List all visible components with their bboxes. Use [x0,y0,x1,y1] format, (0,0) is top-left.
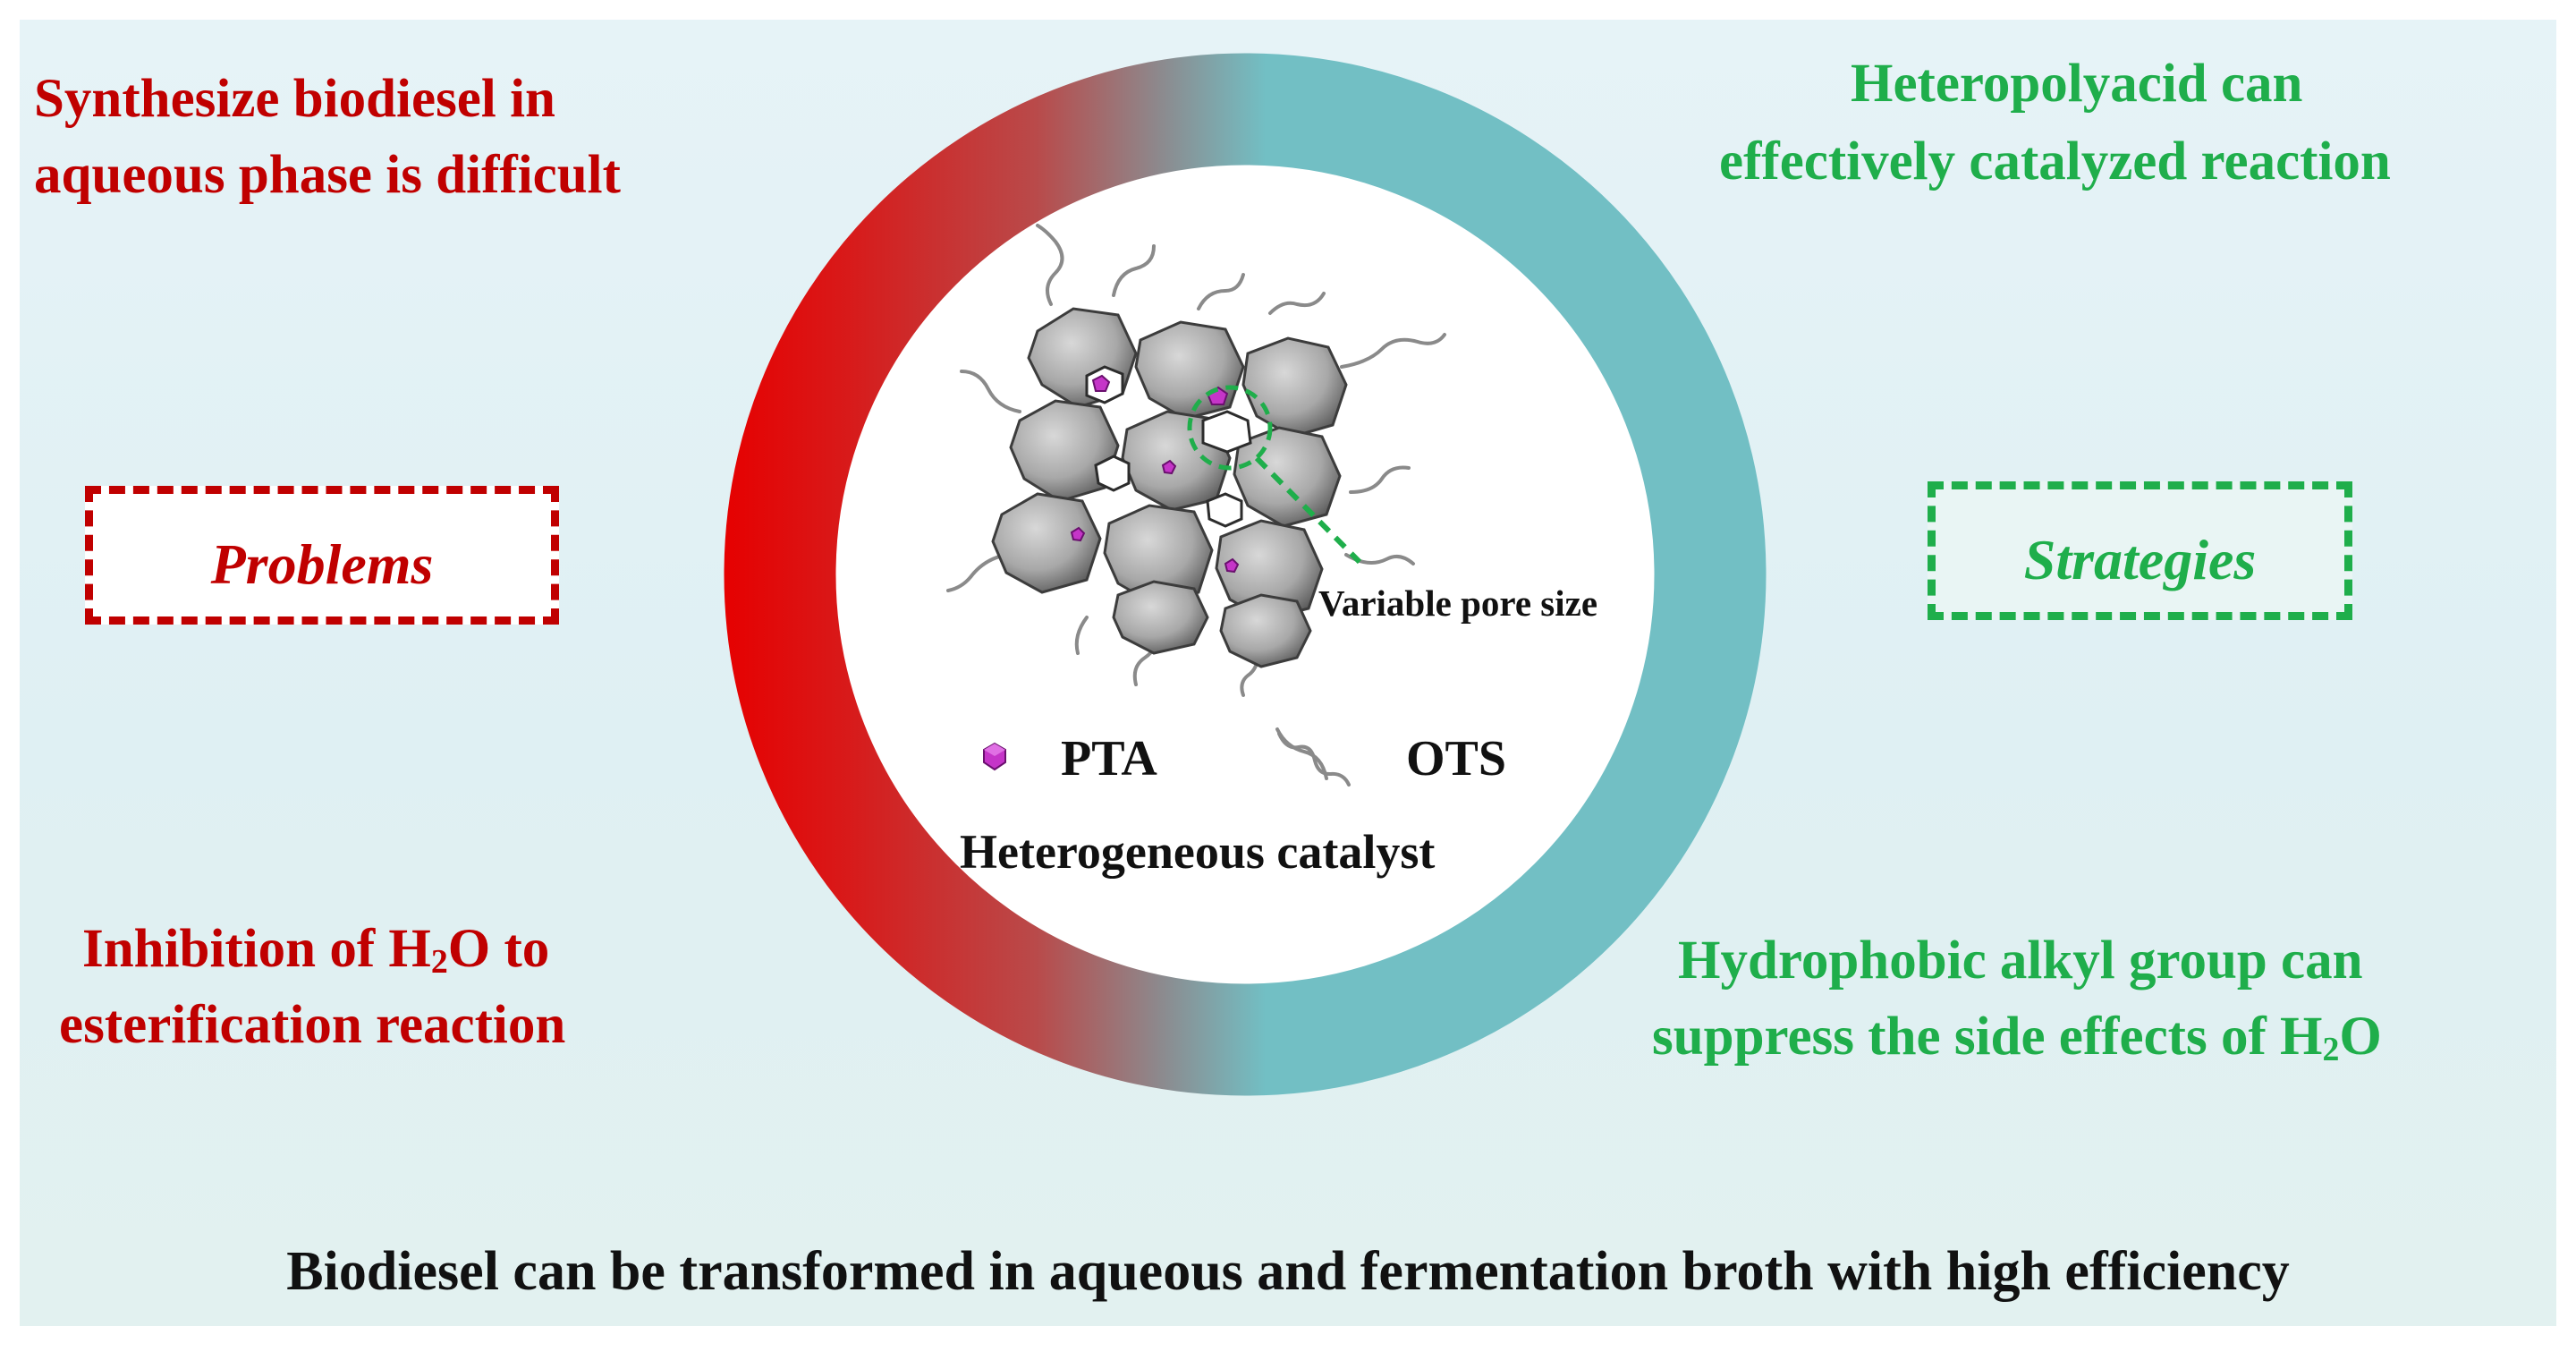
problem-2-text-b: O to [447,919,550,979]
problems-title: Problems [210,532,434,596]
strategy-2-text-a: suppress the side effects of H [1652,1007,2323,1067]
problem-1-line-1: Synthesize biodiesel in [34,69,555,129]
pores [1085,365,1252,528]
problems-box: Problems [85,486,559,625]
catalyst-label: Heterogeneous catalyst [960,825,1436,879]
strategy-2-line-2: suppress the side effects of H2O [1652,1007,2382,1067]
strategy-1-line-2: effectively catalyzed reaction [1719,132,2391,191]
strategies-title: Strategies [2023,528,2257,591]
conclusion-text: Biodiesel can be transformed in aqueous … [286,1241,2290,1302]
pta-clusters [1070,374,1240,574]
ots-legend-label: OTS [1406,731,1507,787]
strategy-2-line-1: Hydrophobic alkyl group can [1678,931,2363,991]
strategies-box: Strategies [1928,481,2352,620]
pore-highlight-circle [1187,385,1273,471]
problem-2-line-2: esterification reaction [59,995,566,1055]
pore-size-label: Variable pore size [1318,582,1598,624]
pore-leader-line [1254,455,1362,565]
subscript-2b: 2 [2322,1030,2340,1068]
problem-2-line-1: Inhibition of H2O to [82,919,550,979]
subscript-2: 2 [430,942,448,981]
pta-legend-icon [983,742,1006,771]
strategy-1-line-1: Heteropolyacid can [1851,54,2303,114]
problem-2-text-a: Inhibition of H [82,919,431,979]
strategy-2-text-b: O [2339,1007,2382,1067]
problem-1-line-2: aqueous phase is difficult [34,145,621,205]
ots-legend-icon [1277,732,1351,787]
pta-legend-label: PTA [1061,731,1157,787]
